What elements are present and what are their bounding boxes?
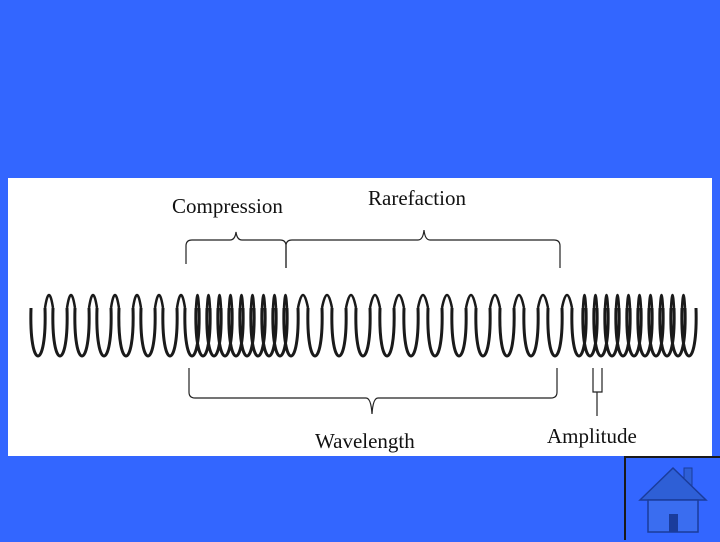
coil-arc	[43, 293, 55, 309]
rarefaction-bracket	[285, 229, 561, 268]
coil-loop	[426, 307, 444, 358]
coil-arc	[560, 293, 574, 309]
coil-arc	[216, 293, 223, 309]
coil-loop	[450, 307, 468, 358]
coil-loop	[592, 307, 610, 358]
coil-arc	[271, 293, 278, 309]
spring-coil	[29, 293, 698, 358]
wavelength-label: Wavelength	[315, 429, 415, 453]
coil-arc	[488, 293, 502, 309]
coil-loop	[647, 307, 665, 358]
coil-arc	[194, 293, 201, 309]
coil-loop	[581, 307, 599, 358]
coil-arc	[680, 293, 687, 309]
coil-loop	[216, 307, 234, 358]
coil-arc	[592, 293, 599, 309]
coil-arc	[658, 293, 665, 309]
coil-loop	[249, 307, 267, 358]
coil-arc	[205, 293, 212, 309]
coil-loop	[625, 307, 643, 358]
coil-arc	[109, 293, 121, 309]
coil-arc	[464, 293, 478, 309]
coil-loop	[522, 307, 540, 358]
coil-loop	[614, 307, 632, 358]
coil-loop	[680, 307, 698, 358]
coil-loop	[658, 307, 676, 358]
amplitude-bracket	[592, 368, 603, 416]
coil-arc	[296, 293, 310, 309]
coil-arc	[512, 293, 526, 309]
coil-arc	[320, 293, 334, 309]
coil-arc	[175, 293, 187, 309]
coil-arc	[368, 293, 382, 309]
coil-arc	[282, 293, 289, 309]
coil-arc	[603, 293, 610, 309]
coil-loop	[227, 307, 245, 358]
coil-loop	[95, 307, 113, 358]
coil-arc	[249, 293, 256, 309]
coil-loop	[73, 307, 91, 358]
coil-loop	[669, 307, 687, 358]
home-button[interactable]	[624, 456, 720, 540]
coil-loop	[354, 307, 372, 358]
coil-loop	[603, 307, 621, 358]
coil-arc	[344, 293, 358, 309]
coil-loop	[205, 307, 223, 358]
coil-arc	[581, 293, 588, 309]
coil-loop	[183, 307, 201, 358]
compression-bracket	[185, 231, 287, 268]
coil-loop	[402, 307, 420, 358]
coil-arc	[614, 293, 621, 309]
coil-loop	[570, 307, 588, 358]
amplitude-label: Amplitude	[547, 424, 637, 448]
compression-label: Compression	[172, 194, 283, 218]
coil-loop	[161, 307, 179, 358]
coil-arc	[536, 293, 550, 309]
coil-loop	[29, 307, 47, 358]
coil-loop	[330, 307, 348, 358]
coil-arc	[153, 293, 165, 309]
coil-arc	[416, 293, 430, 309]
coil-loop	[306, 307, 324, 358]
coil-loop	[636, 307, 654, 358]
coil-loop	[117, 307, 135, 358]
coil-arc	[227, 293, 234, 309]
coil-loop	[546, 307, 564, 358]
coil-arc	[625, 293, 632, 309]
coil-arc	[647, 293, 654, 309]
coil-loop	[474, 307, 492, 358]
home-icon	[638, 466, 708, 533]
coil-arc	[131, 293, 143, 309]
rarefaction-label: Rarefaction	[368, 186, 466, 210]
diagram-panel	[8, 178, 712, 456]
coil-loop	[51, 307, 69, 358]
coil-arc	[65, 293, 77, 309]
coil-loop	[271, 307, 289, 358]
coil-loop	[139, 307, 157, 358]
coil-loop	[260, 307, 278, 358]
coil-arc	[392, 293, 406, 309]
coil-loop	[378, 307, 396, 358]
coil-arc	[669, 293, 676, 309]
coil-arc	[440, 293, 454, 309]
coil-arc	[87, 293, 99, 309]
coil-loop	[498, 307, 516, 358]
coil-loop	[194, 307, 212, 358]
coil-loop	[282, 307, 300, 358]
coil-loop	[238, 307, 256, 358]
coil-arc	[260, 293, 267, 309]
coil-arc	[636, 293, 643, 309]
coil-arc	[238, 293, 245, 309]
wavelength-bracket	[188, 368, 558, 415]
diagram-svg	[29, 229, 698, 416]
